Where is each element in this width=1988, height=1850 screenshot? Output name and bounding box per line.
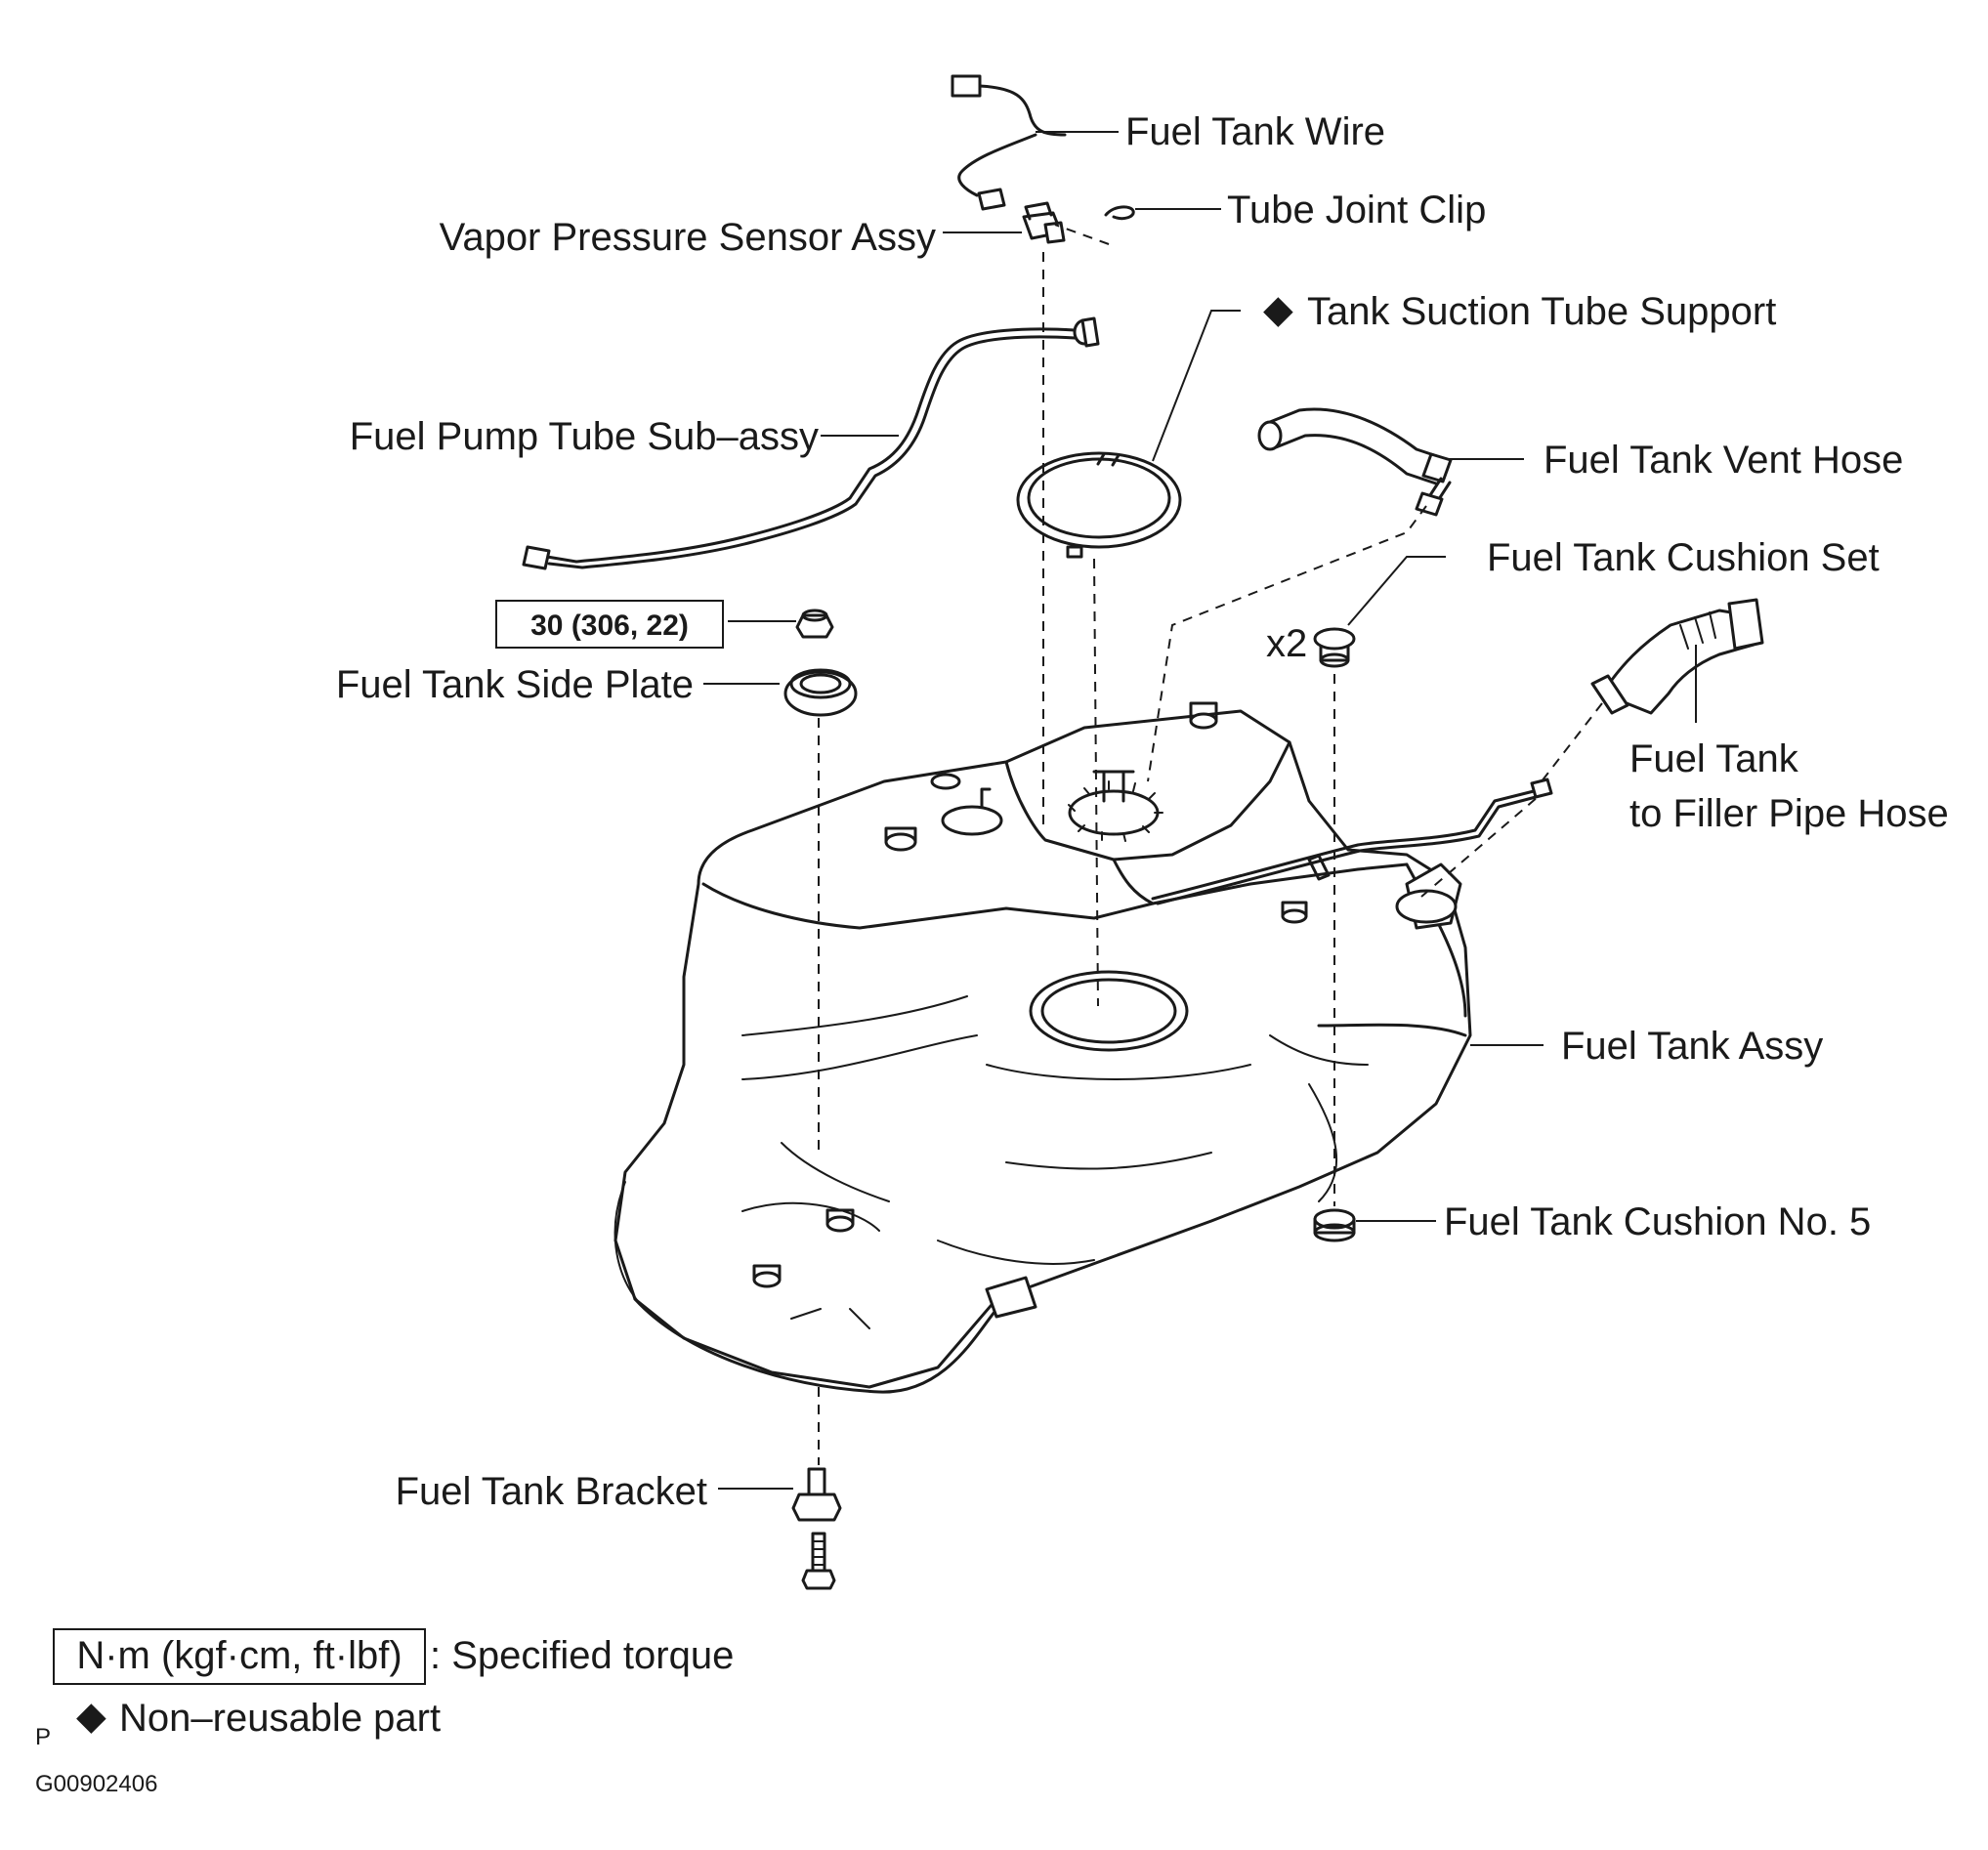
label-tube-joint-clip: Tube Joint Clip: [1227, 189, 1486, 231]
label-vapor-pressure-sensor: Vapor Pressure Sensor Assy: [440, 216, 936, 259]
figure-code: G00902406: [35, 1771, 157, 1797]
assembly-alignment-lines: [818, 224, 1603, 1465]
label-filler-hose-line2: to Filler Pipe Hose: [1629, 792, 1949, 835]
tube-joint-clip-illustration: [1104, 205, 1135, 221]
torque-value-box: [495, 600, 724, 649]
fuel-tank-side-plate-illustration: [783, 668, 858, 717]
bracket-bolt-illustration: [801, 1532, 836, 1590]
tank-suction-tube-support-illustration: [1016, 451, 1182, 559]
legend-page-mark: P: [35, 1724, 51, 1750]
label-torque-value: 30 (306, 22): [530, 610, 689, 642]
label-fuel-tank-cushion-no5: Fuel Tank Cushion No. 5: [1444, 1200, 1871, 1243]
label-fuel-tank-wire: Fuel Tank Wire: [1125, 110, 1385, 153]
non-reusable-diamond-icon: ◆: [76, 1695, 106, 1738]
torque-nut-illustration: [795, 609, 834, 639]
label-fuel-pump-tube: Fuel Pump Tube Sub–assy: [350, 415, 819, 458]
vapor-pressure-sensor-illustration: [1022, 201, 1066, 244]
label-cushion-qty: x2: [1266, 622, 1307, 665]
legend-non-reusable: Non–reusable part: [119, 1697, 441, 1740]
fuel-tank-wire-illustration: [951, 74, 1067, 211]
filler-pipe-hose-illustration: [1590, 598, 1764, 715]
label-fuel-tank-cushion-set: Fuel Tank Cushion Set: [1487, 536, 1880, 579]
label-fuel-tank-vent-hose: Fuel Tank Vent Hose: [1544, 439, 1903, 482]
fuel-pump-tube-illustration: [522, 316, 1100, 570]
fuel-tank-cushion-set-illustration: [1313, 627, 1356, 668]
label-tank-suction-tube-support: Tank Suction Tube Support: [1307, 290, 1776, 333]
label-fuel-tank-assy: Fuel Tank Assy: [1561, 1025, 1823, 1068]
legend-torque-units: N·m (kgf·cm, ft·lbf): [76, 1634, 402, 1677]
leader-lines: [703, 131, 1697, 1490]
label-fuel-tank-side-plate: Fuel Tank Side Plate: [336, 663, 694, 706]
fuel-tank-assy-illustration: [613, 701, 1553, 1394]
fuel-tank-cushion-no5-illustration: [1313, 1208, 1356, 1242]
label-fuel-tank-bracket: Fuel Tank Bracket: [396, 1470, 707, 1513]
legend-torque-desc: : Specified torque: [430, 1634, 734, 1677]
legend-torque-box: [53, 1628, 426, 1685]
non-reusable-diamond-icon: ◆: [1263, 288, 1293, 331]
fuel-tank-vent-hose-illustration: [1257, 407, 1453, 517]
label-filler-hose-line1: Fuel Tank: [1629, 737, 1799, 780]
fuel-tank-bracket-illustration: [791, 1467, 842, 1522]
